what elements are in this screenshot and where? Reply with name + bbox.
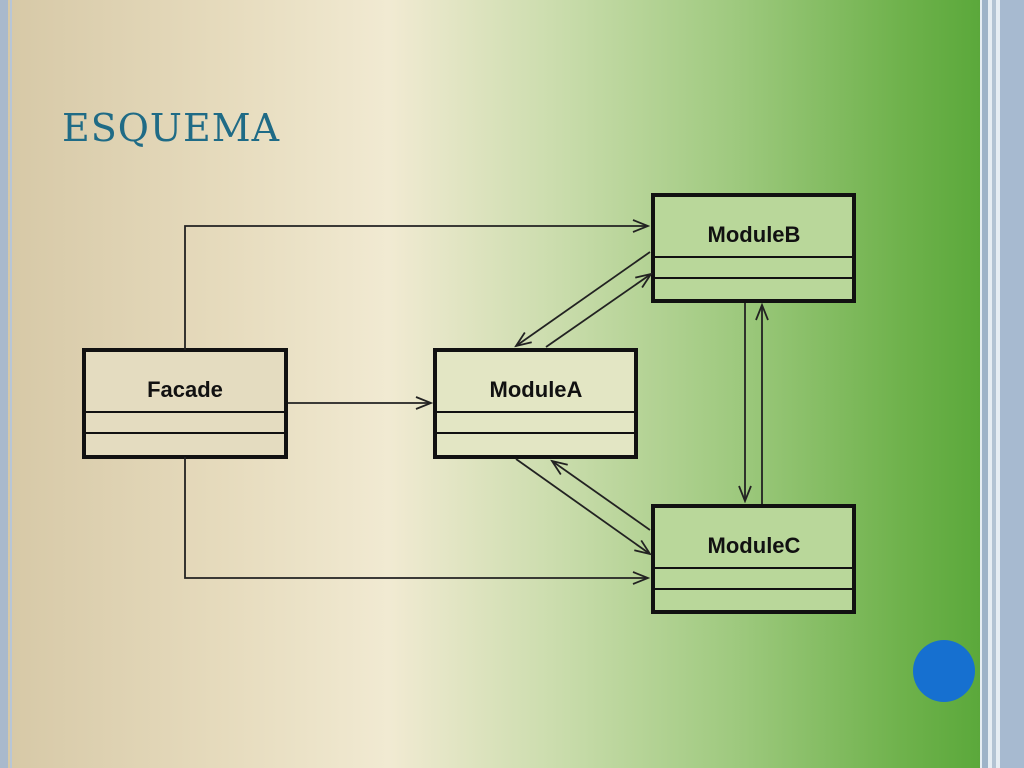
class-name-module-c: ModuleC [708,533,801,558]
right-frame-bar [1000,0,1024,768]
slide-title: ESQUEMA [62,106,281,150]
arrow-module-b-to-module-a [516,251,651,346]
arrow-module-c-to-module-a [552,461,651,531]
class-name-facade: Facade [147,377,223,402]
class-name-module-b: ModuleB [708,222,801,247]
arrow-module-a-to-module-c [515,458,650,554]
class-box-module-b: ModuleB [651,193,856,303]
arrow-module-a-to-module-b [545,274,651,348]
right-frame-bar [982,0,988,768]
class-box-facade: Facade [82,348,288,459]
right-frame-bar [992,0,996,768]
class-box-module-c: ModuleC [651,504,856,614]
arrow-facade-to-module-b [184,226,648,350]
class-box-module-a: ModuleA [433,348,638,459]
arrow-facade-to-module-c [184,457,648,578]
left-frame-border [0,0,12,768]
class-name-module-a: ModuleA [490,377,583,402]
right-frame-border [980,0,1024,768]
slide-indicator-dot [913,640,975,702]
